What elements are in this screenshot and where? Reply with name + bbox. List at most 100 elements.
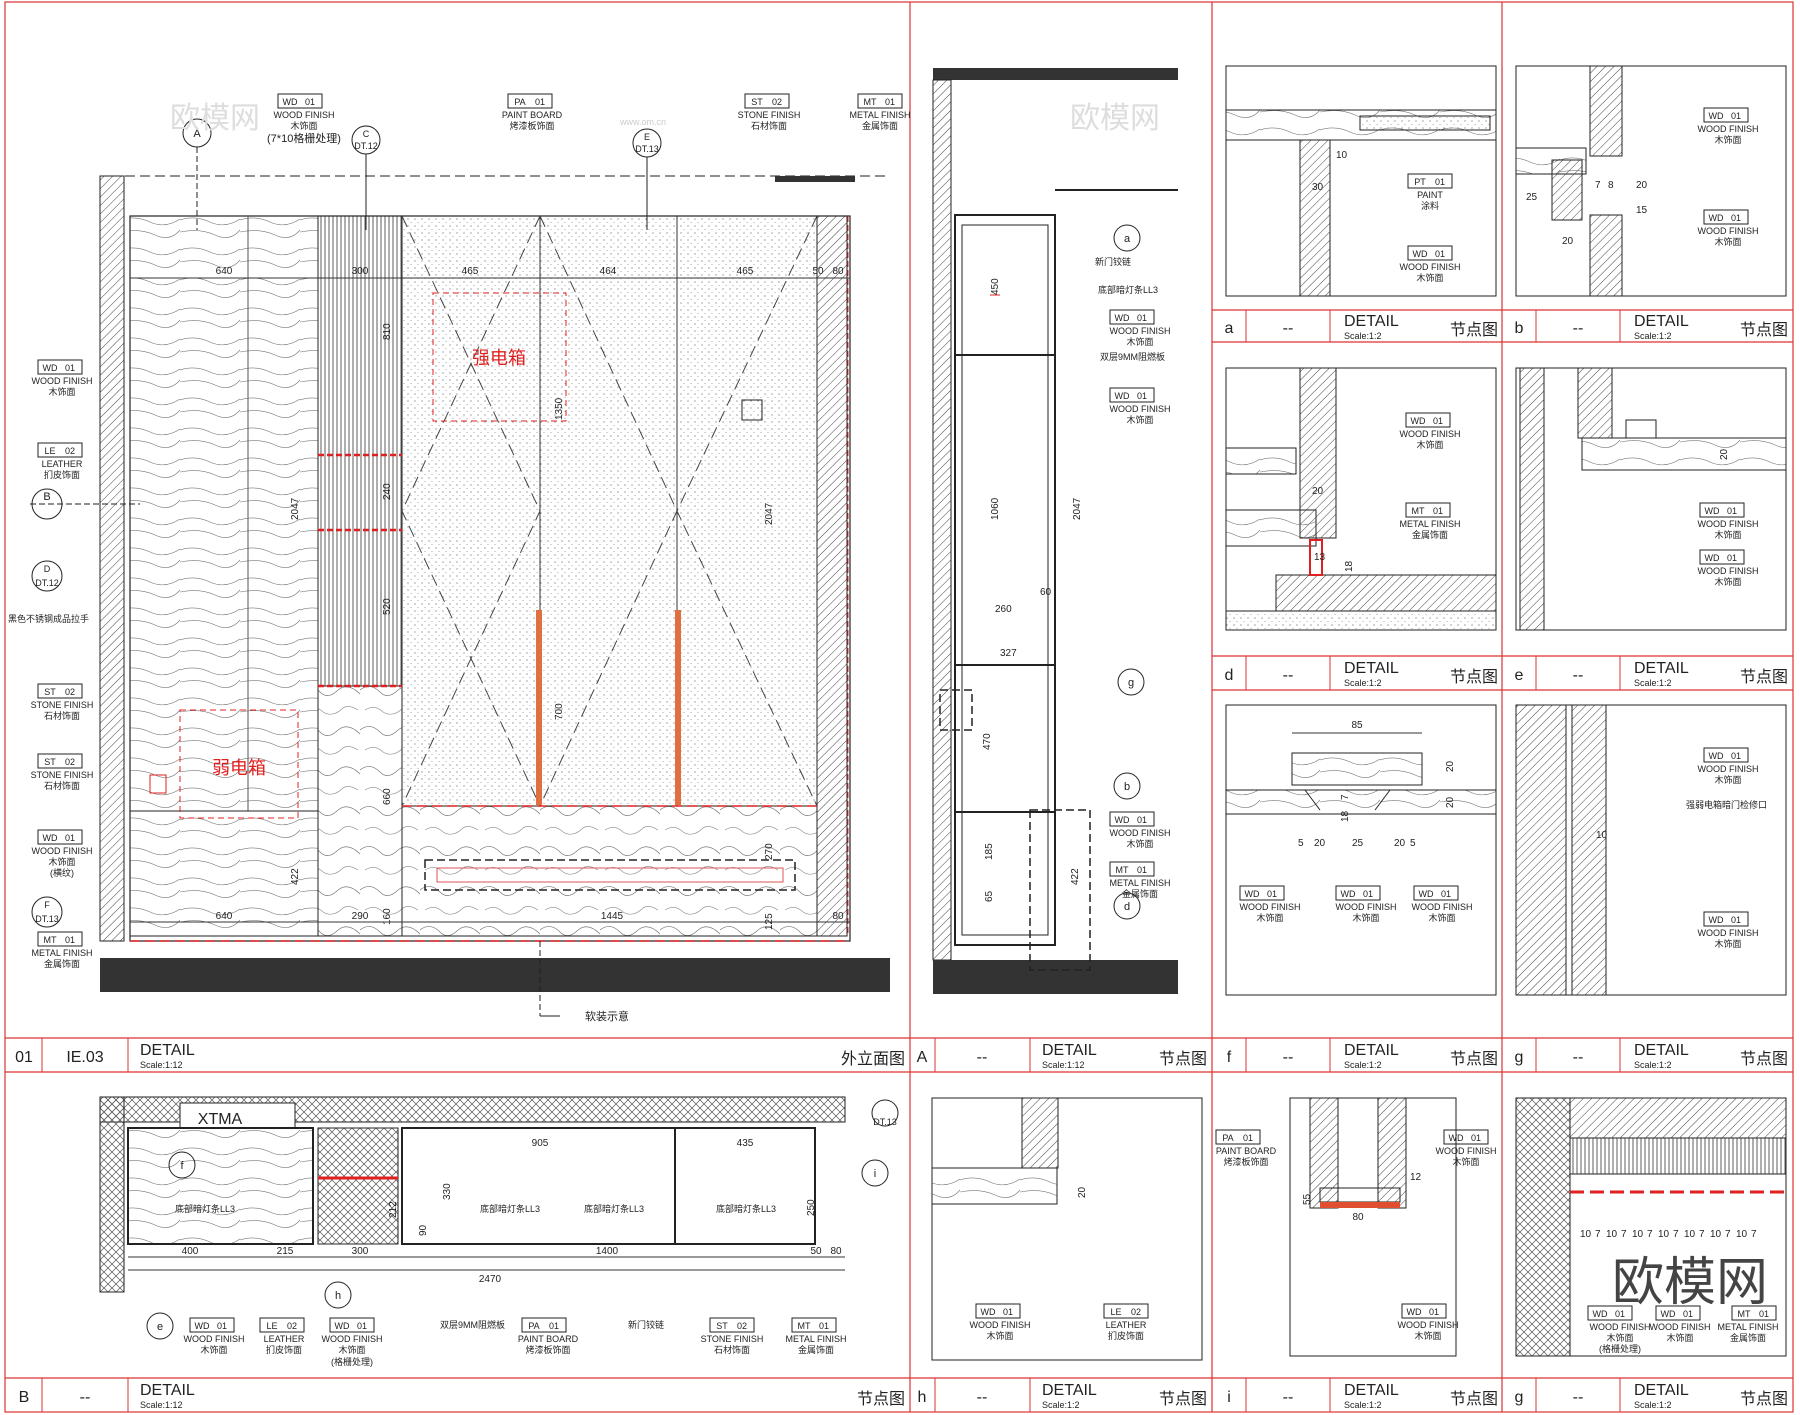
svg-text:660: 660 [382,788,393,805]
svg-text:ST: ST [44,687,56,697]
svg-text:--: -- [1573,1049,1584,1066]
svg-text:01: 01 [1435,249,1445,259]
marker-e[interactable]: E DT.13 [632,128,662,230]
svg-text:WOOD FINISH: WOOD FINISH [274,110,335,120]
svg-text:700: 700 [554,703,565,720]
marker-d[interactable]: D DT.12 [31,560,63,592]
callout-a[interactable]: a [1113,224,1141,252]
svg-text:810: 810 [382,323,393,340]
svg-text:D: D [44,564,51,574]
title-block-A: A -- DETAIL Scale:1:12 节点图 [917,1038,1207,1072]
svg-text:金属饰面: 金属饰面 [44,958,80,969]
wood-panel [129,215,319,812]
svg-text:01: 01 [1137,865,1147,875]
svg-text:20: 20 [1394,838,1406,849]
svg-text:节点图: 节点图 [1450,321,1498,339]
svg-text:WOOD FINISH: WOOD FINISH [1412,902,1473,912]
svg-text:20: 20 [1562,236,1574,247]
svg-text:--: -- [1573,1389,1584,1406]
marker-c[interactable]: C DT.12 [351,125,381,230]
svg-text:5: 5 [1410,838,1416,849]
svg-text:节点图: 节点图 [1159,1390,1207,1408]
svg-text:WOOD FINISH: WOOD FINISH [1698,764,1759,774]
svg-text:Scale:1:2: Scale:1:2 [1344,331,1382,341]
svg-text:IE.03: IE.03 [66,1049,103,1066]
svg-text:01: 01 [1471,1133,1481,1143]
svg-text:WD: WD [1407,1307,1422,1317]
svg-text:422: 422 [290,868,301,885]
callout-i[interactable]: i [861,1159,889,1187]
svg-text:STONE FINISH: STONE FINISH [31,770,94,780]
plan-b: XTMA 底部暗灯条LL3 底部暗灯条LL3 底部暗灯条LL3 底部暗灯条LL3… [99,1096,899,1367]
svg-text:02: 02 [1131,1307,1141,1317]
callout-e[interactable]: e [146,1312,174,1340]
svg-text:WD: WD [1115,815,1130,825]
svg-text:330: 330 [442,1183,453,1200]
svg-text:双层9MM阻燃板: 双层9MM阻燃板 [1100,351,1165,362]
svg-text:01: 01 [1727,553,1737,563]
svg-text:Scale:1:2: Scale:1:2 [1344,1060,1382,1070]
svg-text:300: 300 [352,266,369,277]
svg-text:木饰面: 木饰面 [1416,272,1443,283]
svg-text:01: 01 [819,1321,829,1331]
svg-text:WD: WD [1245,889,1260,899]
callout-b[interactable]: b [1113,772,1141,800]
svg-text:300: 300 [352,1246,369,1257]
svg-text:01: 01 [535,97,545,107]
marker-b[interactable]: B [30,488,140,520]
svg-text:1445: 1445 [601,911,624,922]
stone-column [317,685,403,937]
svg-text:节点图: 节点图 [1450,1390,1498,1408]
svg-text:465: 465 [737,266,754,277]
marker-f[interactable]: F DT.13 [31,896,63,928]
tag-wd01-top: WD 01 WOOD FINISH 木饰面 (7*10格栅处理) [267,93,341,145]
svg-text:金属饰面: 金属饰面 [1122,888,1158,899]
detail-a: 10 30 PT 01 PAINT 涂料 WD 01 WOOD FINISH 木… [1225,65,1497,297]
tag-mt01-left: MT 01 METAL FINISH 金属饰面 [31,931,93,969]
svg-text:2470: 2470 [479,1274,502,1285]
svg-text:15: 15 [1636,205,1648,216]
svg-text:10: 10 [1632,1229,1644,1240]
svg-text:01: 01 [1683,1309,1693,1319]
svg-text:212: 212 [388,1201,399,1218]
callout-g[interactable]: g [1117,668,1145,696]
svg-text:7: 7 [1595,180,1601,191]
svg-text:e: e [1515,667,1524,684]
svg-text:木饰面: 木饰面 [1714,774,1741,785]
callout-h[interactable]: h [324,1281,352,1309]
callout-d[interactable]: d [1113,892,1141,920]
svg-text:10: 10 [1580,1229,1592,1240]
svg-text:18: 18 [1340,810,1351,822]
svg-text:--: -- [1573,667,1584,684]
svg-text:烤漆板饰面: 烤漆板饰面 [525,1344,570,1355]
svg-text:强弱电箱暗门检修口: 强弱电箱暗门检修口 [1686,799,1767,810]
svg-text:WOOD FINISH: WOOD FINISH [1400,429,1461,439]
svg-text:WOOD FINISH: WOOD FINISH [184,1334,245,1344]
tag-le02-left: LE 02 LEATHER 扪皮饰面 [37,442,83,480]
svg-text:金属饰面: 金属饰面 [1730,1332,1766,1343]
svg-text:01: 01 [357,1321,367,1331]
svg-text:LEATHER: LEATHER [42,459,83,469]
svg-text:Scale:1:12: Scale:1:12 [140,1060,183,1070]
floor-slab [100,958,890,992]
marker-a[interactable]: A [182,118,212,230]
svg-text:扪皮饰面: 扪皮饰面 [44,469,80,480]
title-block-01: 01 IE.03 DETAIL Scale:1:12 外立面图 [15,1038,905,1072]
svg-text:01: 01 [1137,391,1147,401]
svg-text:7: 7 [1340,794,1351,800]
watermark-text: 欧模网 [170,102,260,135]
callout-f[interactable]: f [168,1151,196,1179]
svg-text:01: 01 [1267,889,1277,899]
svg-text:01: 01 [1731,751,1741,761]
svg-text:金属饰面: 金属饰面 [798,1344,834,1355]
svg-text:7: 7 [1621,1229,1627,1240]
svg-text:木饰面: 木饰面 [1666,1332,1693,1343]
svg-text:01: 01 [15,1049,33,1066]
marker-y[interactable]: DT.13 [871,1099,899,1127]
svg-text:01: 01 [1727,506,1737,516]
svg-text:ST: ST [751,97,763,107]
svg-text:PAINT BOARD: PAINT BOARD [1216,1146,1277,1156]
title-block-h: h -- DETAIL Scale:1:2 节点图 [918,1378,1207,1412]
svg-text:MT: MT [44,935,57,945]
